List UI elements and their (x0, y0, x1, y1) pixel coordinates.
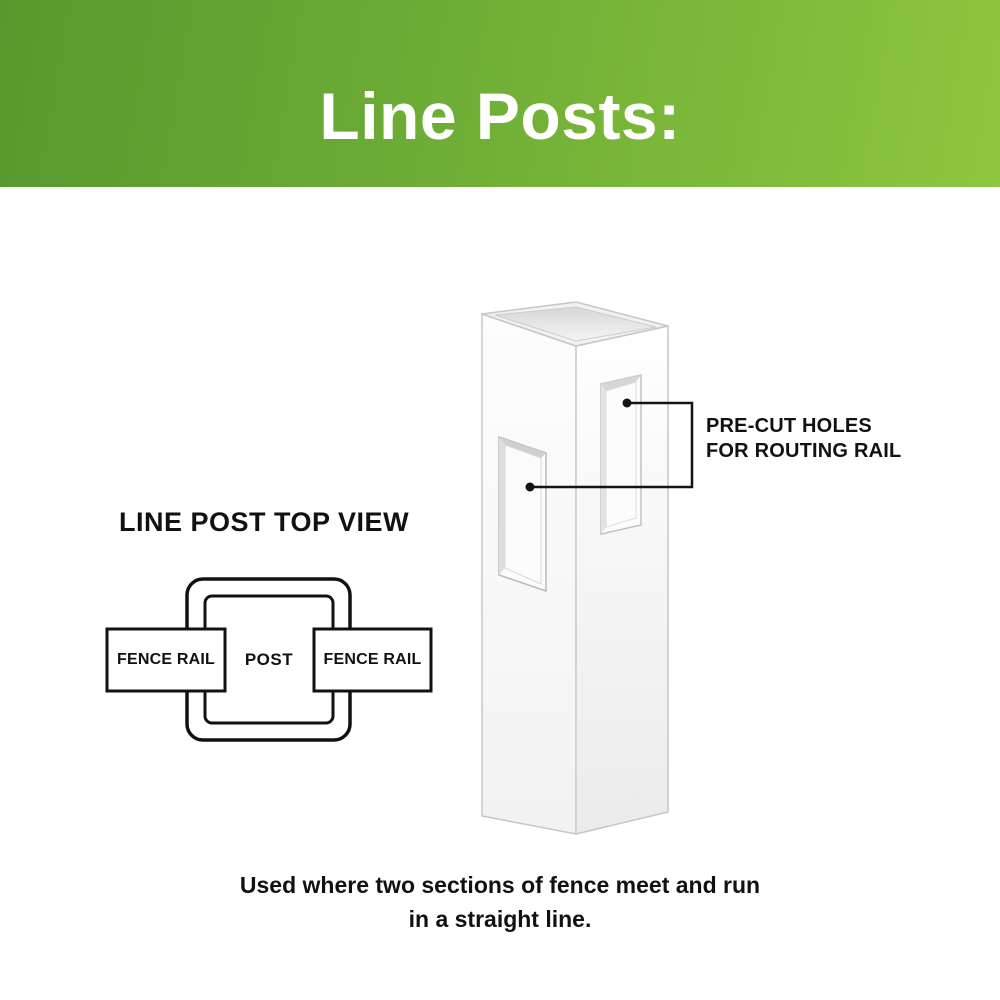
post-top-opening (494, 306, 657, 342)
caption-line1: Used where two sections of fence meet an… (239, 872, 761, 898)
callout-label-line1: PRE-CUT HOLES (706, 415, 872, 437)
caption-line2: in a straight line. (408, 906, 592, 932)
post-label: POST (244, 650, 294, 669)
top-view-diagram (105, 577, 433, 742)
top-view-heading: LINE POST TOP VIEW (119, 507, 410, 537)
callout-bracket-line (530, 401, 694, 489)
precut-holes-callout-label: PRE-CUT HOLES FOR ROUTING RAIL (706, 414, 901, 464)
top-view-right-rail-box (312, 627, 433, 693)
right-fence-rail-label: FENCE RAIL (323, 651, 422, 668)
top-view-left-rail-box (105, 627, 227, 693)
banner-title: Line Posts: (319, 79, 681, 153)
post-illustration (481, 301, 669, 835)
precut-hole-right (600, 374, 642, 535)
precut-hole-left (498, 435, 547, 593)
caption: Used where two sections of fence meet an… (0, 868, 1000, 936)
banner: Line Posts: (0, 0, 1000, 187)
left-fence-rail-label: FENCE RAIL (117, 651, 215, 668)
callout-label-line2: FOR ROUTING RAIL (706, 440, 902, 462)
callout-leader (525, 398, 694, 492)
